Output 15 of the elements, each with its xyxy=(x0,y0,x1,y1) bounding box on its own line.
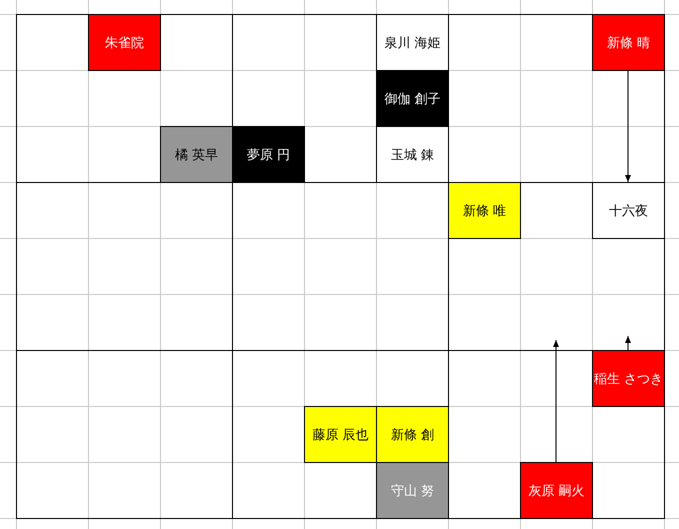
name-box: 朱雀院 xyxy=(88,14,161,71)
name-box: 御伽 創子 xyxy=(376,70,449,127)
name-box: 藤原 辰也 xyxy=(304,406,377,463)
name-box: 橘 英早 xyxy=(160,126,233,183)
name-box: 新條 創 xyxy=(376,406,449,463)
arrow xyxy=(625,70,631,182)
name-box: 新條 晴 xyxy=(592,14,665,71)
name-box: 灰原 嗣火 xyxy=(520,462,593,519)
name-box: 守山 努 xyxy=(376,462,449,519)
name-box: 夢原 円 xyxy=(232,126,305,183)
arrow xyxy=(553,340,559,462)
arrow xyxy=(625,336,631,350)
name-box: 稲生 さつき xyxy=(592,350,665,407)
name-box: 十六夜 xyxy=(592,182,665,239)
name-box: 新條 唯 xyxy=(448,182,521,239)
